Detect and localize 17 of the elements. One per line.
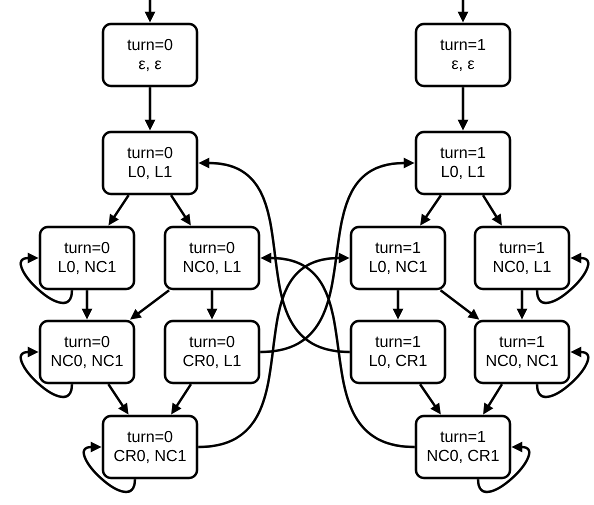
- state-box: turn=1 L0, NC1: [350, 226, 446, 290]
- state-box: turn=0 CR0, NC1: [102, 414, 198, 480]
- state-box: turn=0 NC0, NC1: [38, 320, 136, 384]
- state-box: turn=1 L0, L1: [414, 130, 512, 196]
- state-box: turn=0 L0, NC1: [38, 226, 136, 290]
- state-box: turn=0 L0, L1: [102, 130, 198, 196]
- state-box: turn=1 NC0, L1: [474, 226, 570, 290]
- state-box: turn=1 NC0, CR1: [414, 414, 512, 480]
- state-box: turn=1 L0, CR1: [350, 320, 446, 384]
- arrow: [20, 252, 74, 304]
- state-box: turn=0 ε, ε: [102, 22, 198, 88]
- state-box: turn=0 NC0, L1: [164, 226, 260, 290]
- state-box: turn=1 NC0, NC1: [474, 320, 570, 384]
- state-box: turn=0 CR0, L1: [164, 320, 260, 384]
- state-box: turn=1 ε, ε: [414, 22, 512, 88]
- arrow: [82, 442, 136, 493]
- arrow: [20, 346, 74, 398]
